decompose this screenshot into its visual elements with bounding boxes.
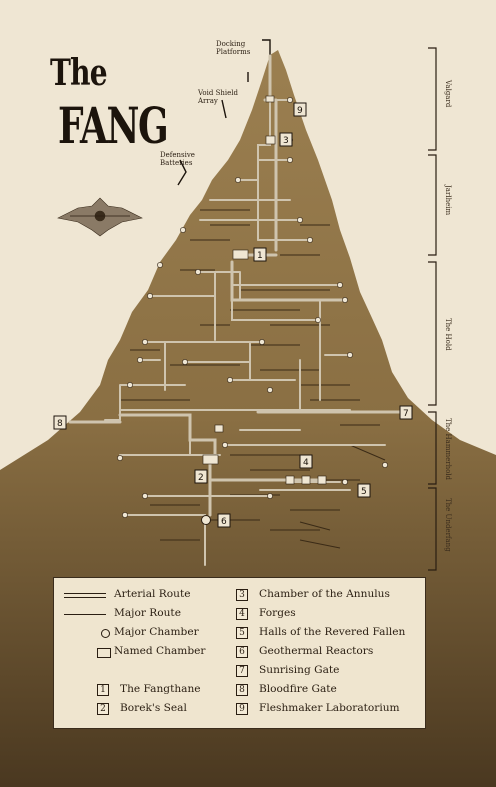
legend-num-7: 7 — [236, 665, 248, 677]
callout-void-line2: Array — [197, 97, 218, 105]
marker-6-label: 6 — [221, 517, 227, 527]
marker-7[interactable] — [399, 405, 413, 420]
zone-label-the-hold: The Hold — [444, 318, 452, 351]
zone-label-jarlheim: Jarlheim — [444, 184, 452, 215]
marker-4-label: 4 — [303, 458, 309, 468]
map-title-fang: FANG — [58, 96, 169, 155]
marker-3[interactable] — [279, 132, 293, 147]
major-chamber-swatch — [101, 629, 110, 638]
legend-item-3: Chamber of the Annulus — [259, 588, 390, 600]
geothermal-chamber-circle — [201, 515, 211, 525]
callout-brackets — [177, 39, 271, 186]
legend-num-3: 3 — [236, 589, 248, 601]
legend-major-route: Major Route — [114, 607, 181, 619]
legend-num-2: 2 — [97, 703, 109, 715]
named-chamber-swatch — [97, 648, 111, 658]
marker-6[interactable] — [217, 513, 231, 528]
map-title-the: The — [50, 52, 108, 94]
callout-docking-line1: Docking — [216, 40, 246, 48]
legend-item-2: Borek's Seal — [120, 702, 187, 714]
marker-5[interactable] — [357, 483, 371, 498]
legend-item-1: The Fangthane — [120, 683, 201, 695]
legend-major-chamber: Major Chamber — [114, 626, 199, 638]
callout-docking-line2: Platforms — [216, 48, 251, 56]
legend-num-5: 5 — [236, 627, 248, 639]
marker-8-label: 8 — [57, 419, 63, 429]
legend-num-8: 8 — [236, 684, 248, 696]
major-route-swatch — [64, 614, 106, 615]
legend-item-7: Sunrising Gate — [259, 664, 340, 676]
title-ornament-emblem — [57, 197, 143, 237]
legend-num-6: 6 — [236, 646, 248, 658]
marker-8[interactable] — [53, 415, 67, 430]
legend-item-9: Fleshmaker Laboratorium — [259, 702, 400, 714]
legend-num-4: 4 — [236, 608, 248, 620]
legend-item-8: Bloodfire Gate — [259, 683, 337, 695]
legend-item-5: Halls of the Revered Fallen — [259, 626, 406, 638]
marker-4[interactable] — [299, 454, 313, 469]
major-chambers — [117, 97, 388, 518]
arterial-route-swatch — [64, 593, 106, 598]
marker-9-label: 9 — [297, 106, 303, 116]
map-legend: Arterial Route Major Route Major Chamber… — [53, 577, 426, 729]
legend-num-1: 1 — [97, 684, 109, 696]
named-chambers — [202, 95, 327, 485]
zone-label-valgard: Valgard — [444, 79, 452, 108]
zone-label-the-hammerhold: The Hammerhold — [444, 418, 452, 481]
marker-7-label: 7 — [403, 409, 409, 419]
marker-2-label: 2 — [198, 473, 204, 483]
callout-void-line1: Void Shield — [197, 89, 238, 97]
callout-defensive-line1: Defensive — [160, 151, 195, 159]
marker-3-label: 3 — [283, 136, 289, 146]
marker-1[interactable] — [253, 247, 267, 262]
marker-2[interactable] — [194, 469, 208, 484]
legend-num-9: 9 — [236, 703, 248, 715]
zone-brackets — [428, 47, 437, 571]
marker-9[interactable] — [293, 102, 307, 117]
legend-item-6: Geothermal Reactors — [259, 645, 374, 657]
zone-label-the-underfang: The Underfang — [444, 498, 452, 552]
marker-1-label: 1 — [257, 251, 263, 261]
legend-arterial-route: Arterial Route — [114, 588, 191, 600]
minor-routes — [120, 209, 386, 549]
marker-5-label: 5 — [361, 487, 367, 497]
callout-defensive-line2: Batteries — [160, 159, 193, 167]
location-markers[interactable] — [53, 102, 413, 528]
legend-named-chamber: Named Chamber — [114, 645, 206, 657]
legend-item-4: Forges — [259, 607, 296, 619]
